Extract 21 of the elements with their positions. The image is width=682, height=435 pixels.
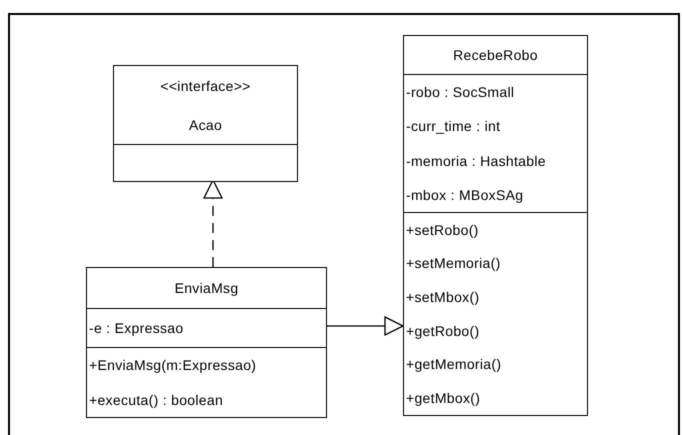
stereotype-label: <<interface>> <box>160 78 251 92</box>
method-text: +setRobo() <box>406 222 479 237</box>
method-text: +getMbox() <box>406 390 480 405</box>
attribute-text: -e : Expressao <box>89 321 184 335</box>
attribute-text: -mbox : MBoxSAg <box>406 188 524 202</box>
method-text: +setMemoria() <box>406 256 501 270</box>
attribute-text: -curr_time : int <box>406 119 500 134</box>
class-box <box>86 267 327 418</box>
method-text: +executa() : boolean <box>89 392 224 407</box>
class-box <box>113 65 298 182</box>
class-name: RecebeRobo <box>453 48 538 62</box>
method-text: +setMbox() <box>406 290 480 304</box>
class-box <box>403 35 588 416</box>
arrow <box>327 316 404 336</box>
method-text: +getMemoria() <box>406 357 502 372</box>
class-name: EnviaMsg <box>174 281 238 295</box>
class-name: Acao <box>188 118 222 132</box>
method-text: +EnviaMsg(m:Expressao) <box>89 358 256 372</box>
attribute-text: -memoria : Hashtable <box>406 154 546 168</box>
method-text: +getRobo() <box>406 324 480 338</box>
attribute-text: -robo : SocSmall <box>406 85 514 100</box>
